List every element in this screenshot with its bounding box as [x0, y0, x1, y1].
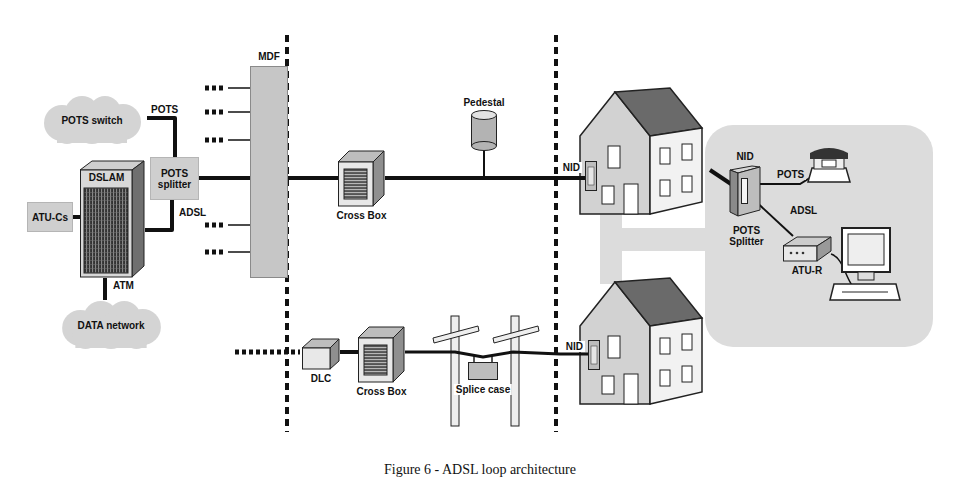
loop-wire — [288, 176, 338, 180]
mdf-stubs — [205, 88, 250, 252]
node-label: POTS Splitter — [718, 225, 776, 247]
cross-box: Cross Box — [338, 150, 385, 207]
process-box: ATU-Cs — [27, 202, 73, 232]
dlc-box-shape — [302, 338, 340, 370]
nid-box-shape — [588, 340, 600, 370]
mdf-frame-bar — [250, 66, 288, 278]
loop-wire — [145, 200, 172, 230]
node-label: POTS splitter — [151, 168, 198, 190]
node-label: ATU-R — [790, 265, 824, 276]
nid-box: NID — [585, 161, 597, 191]
loop-wire — [147, 118, 175, 157]
splice-case: Splice case — [468, 362, 498, 380]
cloud: DATA network — [55, 300, 167, 350]
dslam-rack: DSLAM — [80, 160, 145, 278]
pedestal-stem — [483, 150, 485, 178]
nid-box: NID — [588, 340, 600, 370]
figure-caption: Figure 6 - ADSL loop architecture — [0, 462, 960, 478]
cloud: POTS switch — [37, 95, 147, 145]
node-label: Cross Box — [334, 210, 388, 221]
signal-label: POTS — [149, 104, 180, 115]
node-label: Splice case — [454, 384, 512, 395]
node-label: Pedestal — [461, 97, 506, 108]
node-label: POTS switch — [61, 115, 122, 126]
atu-r-modem: ATU-R — [783, 236, 831, 262]
loop-wire — [340, 350, 358, 354]
node-label: DLC — [309, 373, 334, 384]
node-label: DSLAM — [89, 172, 125, 183]
nid-box: NIDPOTS Splitter — [730, 166, 760, 216]
signal-label: ADSL — [177, 207, 208, 218]
cross-box-shape — [358, 326, 405, 383]
house — [580, 278, 702, 404]
loop-wire — [405, 352, 588, 357]
loop-wire — [385, 176, 585, 180]
node-label: NID — [734, 151, 755, 162]
signal-label: ADSL — [788, 205, 819, 216]
node-label: NID — [564, 341, 585, 352]
cross-box-shape — [338, 150, 385, 207]
dlc-feeder — [235, 350, 300, 355]
boundary-lines — [287, 35, 556, 432]
loop-wire — [199, 176, 250, 180]
node-label: Cross Box — [354, 386, 408, 397]
process-box: POTS splitter — [150, 157, 199, 200]
node-label: ATU-Cs — [32, 212, 68, 223]
computer — [830, 228, 900, 300]
signal-label: POTS — [775, 169, 806, 180]
telephone — [808, 148, 850, 182]
dlc-box: DLC — [302, 338, 340, 370]
pots-splitter: POTS Splitter — [741, 178, 748, 204]
loop-wire — [73, 215, 80, 219]
node-label: MDF — [258, 51, 280, 62]
nid-box-shape — [585, 161, 597, 191]
atu-r-modem-shape — [783, 236, 831, 262]
utility-poles — [433, 316, 539, 426]
house — [580, 88, 702, 214]
loop-wire — [103, 278, 107, 300]
signal-label: ATM — [111, 280, 136, 291]
pedestal: Pedestal — [471, 110, 497, 152]
node-label: DATA network — [77, 320, 144, 331]
pedestal-shape — [471, 110, 497, 152]
mdf-frame: MDF — [250, 50, 288, 278]
cross-box: Cross Box — [358, 326, 405, 383]
node-label: NID — [561, 162, 582, 173]
